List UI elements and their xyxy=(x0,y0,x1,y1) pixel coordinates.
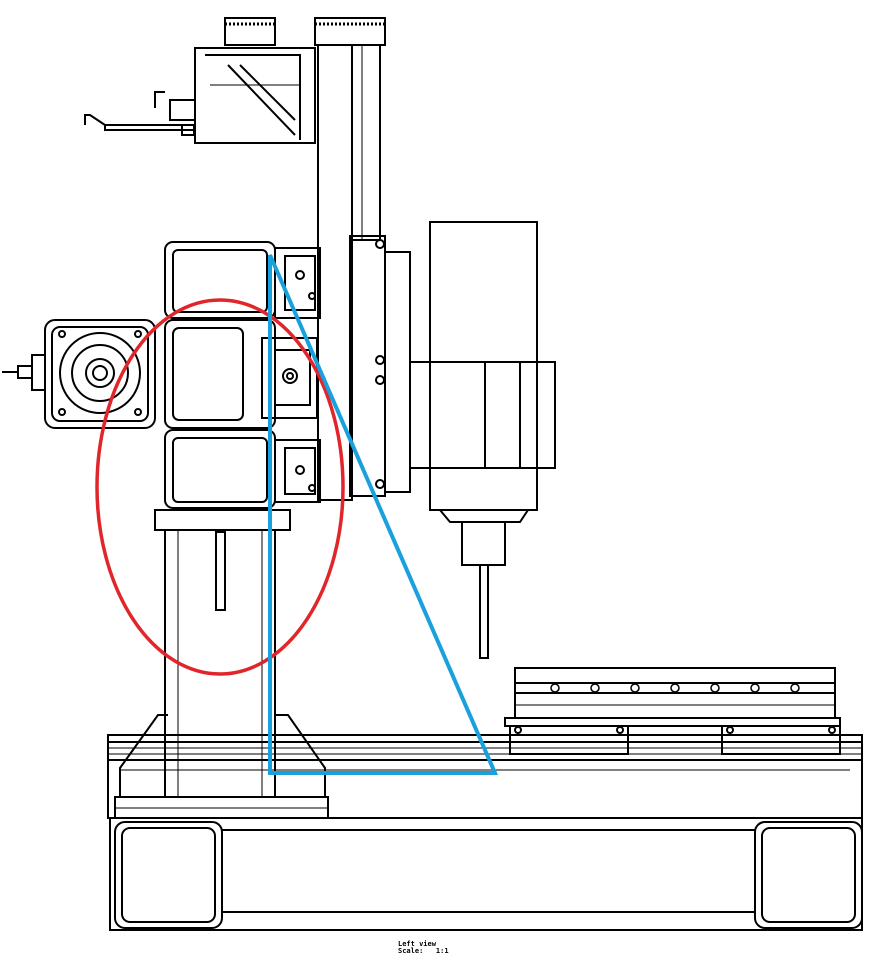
highlight-triangle xyxy=(268,254,499,775)
highlight-ellipse xyxy=(95,298,345,676)
motor-flange xyxy=(2,319,156,429)
spindle-assembly xyxy=(349,221,556,659)
view-label: Left view xyxy=(398,940,436,948)
work-table xyxy=(504,667,841,755)
vertical-column xyxy=(84,17,386,501)
base-frame xyxy=(107,734,863,931)
carriage-boxes xyxy=(164,241,276,509)
scale-label: Scale: 1:1 xyxy=(398,947,449,955)
column-post xyxy=(114,509,329,819)
